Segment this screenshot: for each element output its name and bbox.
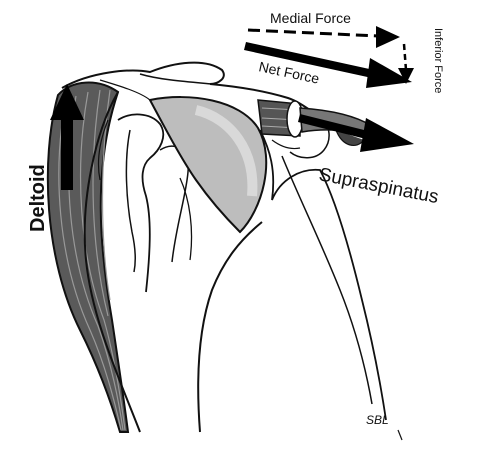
inferior-force-label: Inferior Force	[432, 28, 444, 93]
scapula-outline	[260, 118, 386, 420]
supraspinatus-label: Supraspinatus	[317, 164, 440, 208]
humeral-head	[150, 97, 266, 232]
medial-force-arrow	[248, 26, 400, 48]
artist-signature: SBL	[366, 413, 389, 427]
signature-tick	[398, 430, 402, 440]
medial-force-label: Medial Force	[270, 10, 351, 26]
deltoid-muscle	[48, 83, 128, 432]
deltoid-label: Deltoid	[27, 164, 49, 232]
